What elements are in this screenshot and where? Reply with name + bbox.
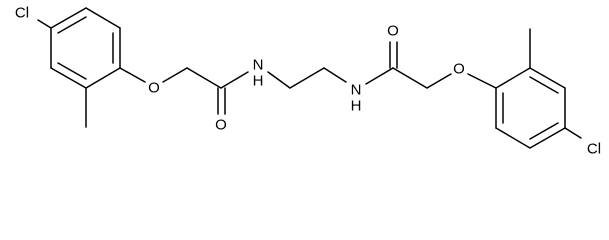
molecule-structure-diagram: Cl O O N H N H O O Cl [15, 5, 601, 158]
bond-ring-right-2 [529, 67, 566, 89]
bond-ring-left-5 [50, 67, 87, 89]
bond-n-co-right [365, 67, 394, 85]
bond-cl-right [564, 127, 582, 139]
atom-o-ether-left: O [148, 80, 160, 97]
bond-o-ch2-left [162, 67, 188, 83]
bond-ring-left-4 [85, 67, 121, 89]
bond-ring-left-inner-3 [57, 62, 87, 80]
bond-ch2-o-right [426, 73, 452, 89]
atom-o-ether-right: O [453, 61, 465, 78]
bond-ch2-n-right [323, 67, 347, 83]
bond-ring-right-inner-2 [529, 122, 559, 140]
bond-co-ch2-right [392, 67, 428, 89]
bond-cl-left [37, 19, 52, 29]
atom-nh-left-h: H [253, 73, 264, 90]
bond-ring-left-1 [50, 7, 87, 29]
atom-cl-left: Cl [15, 5, 29, 22]
bond-co-n-left [220, 71, 249, 89]
bond-ring-left-2 [85, 7, 121, 29]
atom-labels: Cl O O N H N H O O Cl [15, 5, 601, 158]
bond-ring-right-1 [495, 67, 531, 89]
atom-o-carbonyl-left: O [215, 117, 227, 134]
bond-ring-right-4 [529, 127, 566, 149]
bond-ring-right-inner-1 [529, 76, 559, 94]
bond-lines [37, 7, 582, 149]
atom-nh-left: N [253, 57, 264, 74]
bond-ring-right-5 [495, 127, 531, 149]
bond-o-ring-right [467, 73, 497, 89]
bond-ch2-co-left [186, 67, 222, 89]
atom-cl-right: Cl [587, 141, 601, 158]
bond-ring-left-inner-1 [57, 16, 87, 34]
atom-nh-right: N [351, 82, 362, 99]
bond-ring-o-left [119, 67, 146, 83]
atom-nh-right-h: H [351, 98, 362, 115]
bond-n-ch2-left [267, 71, 291, 89]
bond-ethylene [289, 67, 325, 89]
atom-o-carbonyl-right: O [387, 23, 399, 40]
